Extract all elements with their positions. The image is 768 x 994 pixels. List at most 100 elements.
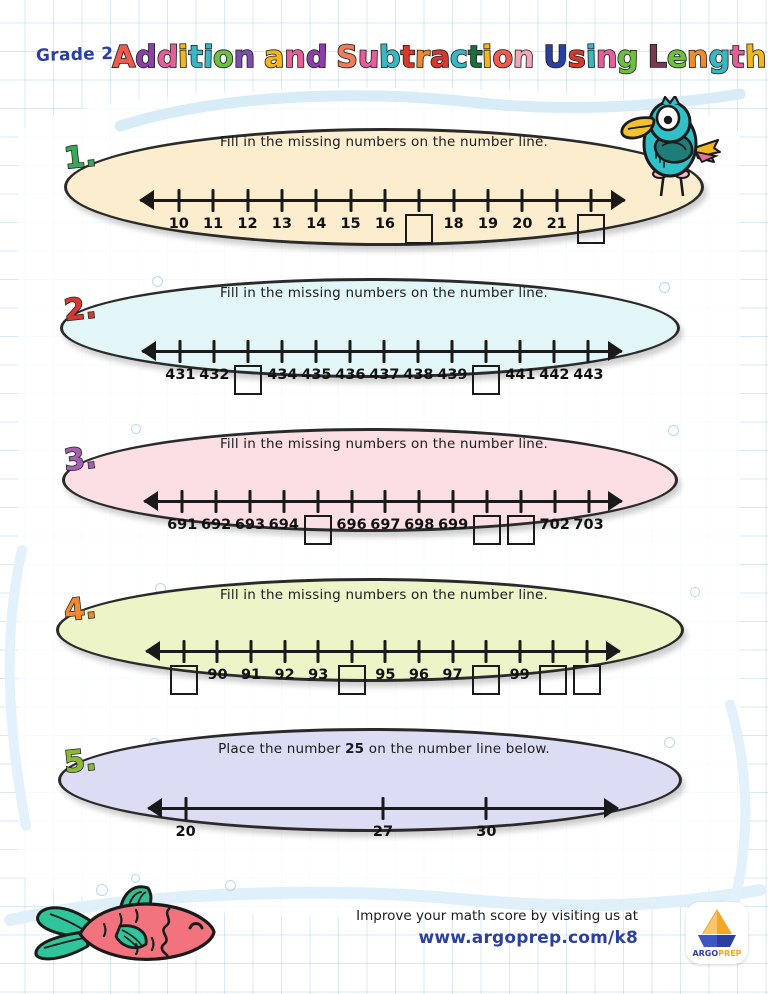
title-letter: A bbox=[111, 39, 137, 76]
prompt-target-number: 25 bbox=[345, 741, 365, 757]
number-line-tick bbox=[555, 189, 559, 212]
title-letter: n bbox=[686, 39, 710, 76]
number-line-label: 16 bbox=[374, 216, 396, 232]
number-line-tick bbox=[211, 189, 215, 212]
answer-box[interactable] bbox=[234, 365, 263, 395]
answer-box[interactable] bbox=[506, 515, 535, 545]
number-line-tick bbox=[282, 490, 286, 513]
answer-box[interactable] bbox=[577, 214, 606, 244]
title-letter: o bbox=[212, 39, 235, 76]
answer-box[interactable] bbox=[472, 665, 501, 695]
title-letter: t bbox=[400, 39, 416, 76]
title-letter: U bbox=[543, 39, 569, 76]
bubble-decoration bbox=[131, 424, 141, 434]
number-line-label: 434 bbox=[267, 367, 298, 383]
number-line-tick bbox=[383, 189, 387, 212]
title-letter: u bbox=[357, 39, 381, 76]
number-line-tick bbox=[383, 640, 387, 663]
number-line-label: 92 bbox=[274, 667, 295, 683]
exercise-number: 2. bbox=[62, 290, 99, 330]
number-line-tick bbox=[417, 490, 421, 513]
grade-label: Grade 2 bbox=[35, 43, 114, 67]
number-line-label: 694 bbox=[268, 517, 299, 533]
number-line-label: 692 bbox=[200, 517, 232, 533]
number-line-label: 91 bbox=[240, 667, 262, 683]
number-line-tick bbox=[182, 640, 186, 663]
title-letter: e bbox=[666, 39, 689, 76]
exercise-prompt: Fill in the missing numbers on the numbe… bbox=[219, 587, 549, 603]
answer-box[interactable] bbox=[405, 214, 434, 244]
number-line-label: 693 bbox=[234, 517, 266, 533]
title-letter: t bbox=[467, 39, 484, 76]
number-line-label: 441 bbox=[505, 367, 536, 383]
number-line-label: 697 bbox=[370, 517, 401, 533]
number-line-label: 435 bbox=[301, 367, 332, 383]
exercise-number: 5. bbox=[62, 742, 99, 782]
answer-box[interactable] bbox=[337, 665, 366, 695]
exercise-ellipse bbox=[56, 578, 684, 682]
title-letter: n bbox=[595, 39, 618, 76]
number-line-label: 96 bbox=[408, 667, 430, 683]
exercise-ellipse bbox=[62, 428, 678, 532]
number-line-label: 436 bbox=[335, 367, 366, 383]
number-line-tick bbox=[316, 640, 320, 663]
number-line-tick bbox=[212, 340, 216, 363]
number-line-label: 438 bbox=[403, 367, 434, 383]
number-line-label: 699 bbox=[437, 517, 469, 533]
answer-box[interactable] bbox=[539, 665, 568, 695]
title-letter: s bbox=[567, 39, 587, 76]
number-line-label: 437 bbox=[369, 367, 400, 383]
title-letter: n bbox=[284, 39, 307, 76]
number-line-tick bbox=[177, 189, 181, 212]
arrow-right-icon bbox=[608, 341, 623, 361]
answer-box[interactable] bbox=[572, 665, 601, 695]
exercise-prompt: Fill in the missing numbers on the numbe… bbox=[219, 436, 549, 452]
number-line-label: 691 bbox=[167, 517, 198, 533]
number-line-tick bbox=[349, 189, 353, 212]
exercise-ellipse bbox=[60, 278, 680, 378]
number-line-axis bbox=[142, 350, 622, 353]
title-letter: a bbox=[429, 39, 452, 76]
number-line-tick bbox=[215, 640, 219, 663]
answer-box[interactable] bbox=[472, 515, 501, 545]
number-line-label: 97 bbox=[442, 667, 463, 683]
number-line-label: 439 bbox=[437, 367, 468, 383]
arrow-left-icon bbox=[139, 190, 154, 210]
number-line-tick bbox=[280, 189, 284, 212]
number-line-tick bbox=[416, 340, 420, 363]
number-line-label: 14 bbox=[306, 216, 327, 232]
number-line-label: 95 bbox=[375, 667, 396, 683]
number-line-tick bbox=[348, 340, 352, 363]
title-letter: o bbox=[492, 39, 514, 76]
answer-box[interactable] bbox=[472, 365, 501, 395]
number-line-axis bbox=[144, 500, 622, 503]
number-line-tick bbox=[280, 340, 284, 363]
number-line-tick bbox=[417, 640, 421, 663]
number-line-tick bbox=[450, 340, 454, 363]
title-letter: L bbox=[647, 39, 668, 76]
number-line-tick bbox=[484, 640, 488, 663]
footer-url[interactable]: www.argoprep.com/k8 bbox=[418, 928, 638, 948]
number-line-label: 11 bbox=[203, 216, 224, 232]
number-line-tick bbox=[452, 189, 456, 212]
exercise-number: 4. bbox=[62, 590, 99, 630]
number-line-label: 93 bbox=[308, 667, 329, 683]
number-line-tick bbox=[246, 189, 249, 212]
number-line-tick bbox=[283, 640, 287, 663]
wave-decoration-left bbox=[4, 545, 31, 831]
arrow-right-icon bbox=[604, 798, 619, 818]
bubble-decoration bbox=[668, 425, 679, 436]
answer-box[interactable] bbox=[169, 665, 198, 695]
number-line-tick bbox=[350, 640, 354, 663]
number-line-label: 18 bbox=[443, 216, 464, 232]
title-letter: a bbox=[263, 39, 286, 76]
toucan-icon bbox=[620, 96, 721, 197]
exercise-number: 1. bbox=[62, 138, 99, 178]
answer-box[interactable] bbox=[303, 515, 332, 545]
number-line-tick bbox=[314, 340, 318, 363]
